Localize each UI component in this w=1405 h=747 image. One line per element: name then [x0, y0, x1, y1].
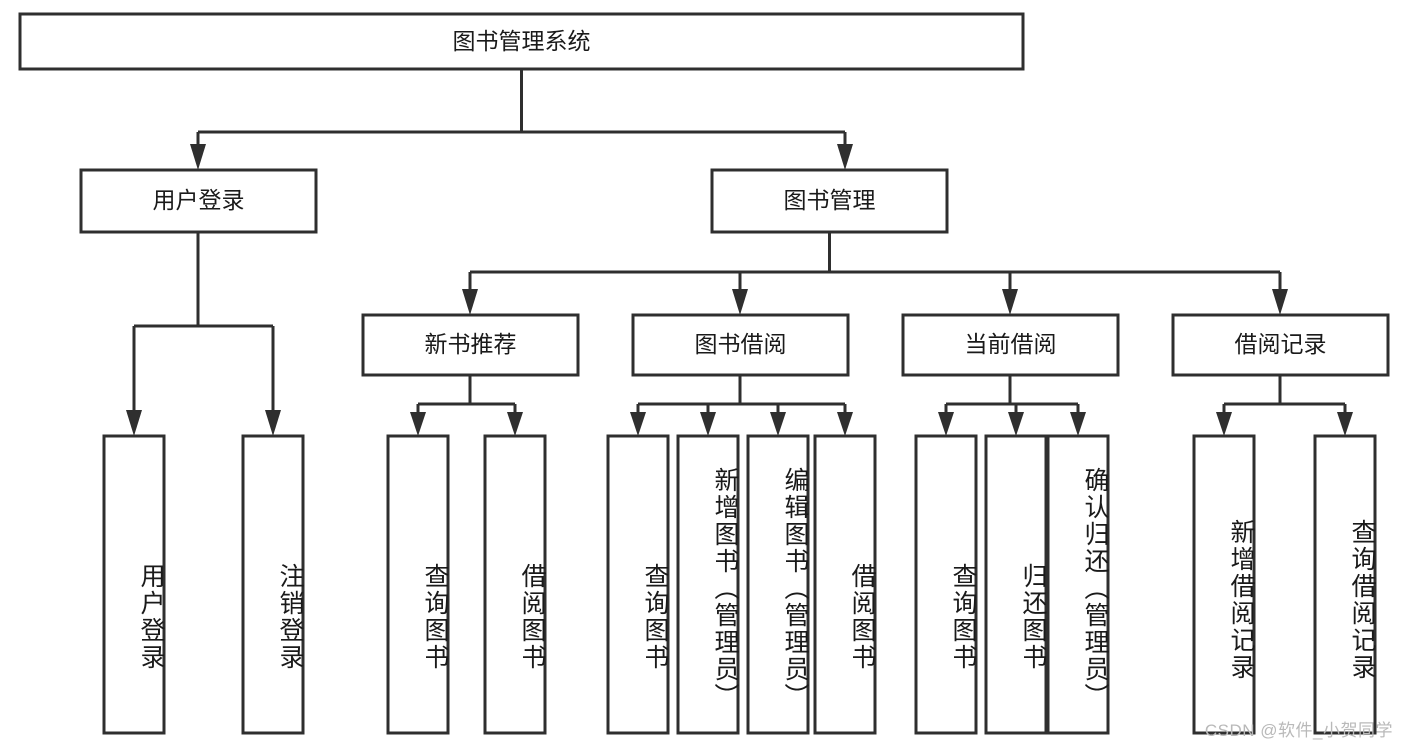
node-user-login-label: 用户登录 — [153, 187, 245, 213]
arrow-head-icon — [1272, 289, 1288, 315]
leaf-box-add-book[interactable] — [676, 434, 740, 735]
arrow-head-icon — [126, 410, 142, 436]
connector-book-borrow-to-leaves — [630, 375, 853, 436]
watermark-text: CSDN @软件_小贺同学 — [1204, 721, 1393, 740]
arrow-head-icon — [265, 410, 281, 436]
arrow-head-icon — [938, 412, 954, 436]
node-borrow-record-label: 借阅记录 — [1235, 331, 1327, 357]
leaf-box-query-record[interactable] — [1313, 434, 1377, 735]
leaf-box-edit-book[interactable] — [746, 434, 810, 735]
arrow-head-icon — [1216, 412, 1232, 436]
node-book-manage-label: 图书管理 — [784, 187, 876, 213]
leaf-box-borrow-book-1[interactable] — [483, 434, 547, 735]
connector-book-manage-to-level3 — [462, 232, 1288, 315]
leaf-box-return-book[interactable] — [984, 434, 1048, 735]
node-root-box — [18, 12, 1025, 71]
arrow-head-icon — [837, 412, 853, 436]
connector-current-borrow-to-leaves — [938, 375, 1086, 436]
node-new-book-recommend-label: 新书推荐 — [425, 331, 517, 357]
node-new-book-recommend[interactable]: 新书推荐 — [361, 313, 580, 377]
arrow-head-icon — [507, 412, 523, 436]
connector-root-to-level2 — [190, 69, 853, 170]
connector-borrow-record-to-leaves — [1216, 375, 1353, 436]
node-book-borrow[interactable]: 图书借阅 — [631, 313, 850, 377]
node-root-label: 图书管理系统 — [453, 28, 591, 54]
arrow-head-icon — [1337, 412, 1353, 436]
node-root[interactable]: 图书管理系统 — [18, 12, 1025, 71]
arrow-head-icon — [732, 289, 748, 315]
arrow-head-icon — [1008, 412, 1024, 436]
arrow-head-icon — [837, 144, 853, 170]
node-new-book-recommend-box — [361, 313, 580, 377]
leaf-box-borrow-book-2[interactable] — [813, 434, 877, 735]
arrow-head-icon — [1070, 412, 1086, 436]
leaf-box-query-book-1[interactable] — [386, 434, 450, 735]
leaf-box-query-book-3[interactable] — [914, 434, 978, 735]
leaf-box-confirm-return[interactable] — [1046, 434, 1110, 735]
arrow-head-icon — [190, 144, 206, 170]
leaf-box-user-login[interactable] — [102, 434, 166, 735]
node-current-borrow-box — [901, 313, 1120, 377]
node-user-login-box — [79, 168, 318, 234]
arrow-head-icon — [630, 412, 646, 436]
leaf-box-user-logout[interactable] — [241, 434, 305, 735]
arrow-head-icon — [1002, 289, 1018, 315]
leaf-box-query-book-2[interactable] — [606, 434, 670, 735]
arrow-head-icon — [410, 412, 426, 436]
node-borrow-record[interactable]: 借阅记录 — [1171, 313, 1390, 377]
leaf-boxes — [102, 434, 1377, 735]
node-current-borrow-label: 当前借阅 — [965, 331, 1057, 357]
arrow-head-icon — [770, 412, 786, 436]
arrow-head-icon — [700, 412, 716, 436]
node-book-manage[interactable]: 图书管理 — [710, 168, 949, 234]
leaf-box-add-record[interactable] — [1192, 434, 1256, 735]
node-user-login[interactable]: 用户登录 — [79, 168, 318, 234]
connector-new-book-recommend-to-leaves — [410, 375, 523, 436]
connector-user-login-to-leaves — [126, 232, 281, 436]
arrow-head-icon — [462, 289, 478, 315]
node-book-borrow-label: 图书借阅 — [695, 331, 787, 357]
node-current-borrow[interactable]: 当前借阅 — [901, 313, 1120, 377]
